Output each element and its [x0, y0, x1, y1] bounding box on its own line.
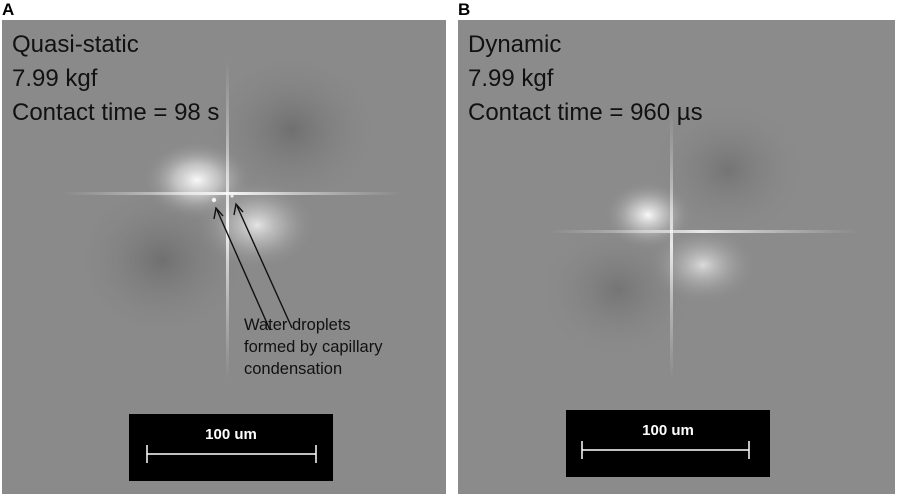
micrograph-panel-b: Dynamic 7.99 kgf Contact time = 960 µs 1… [458, 20, 895, 494]
caption-a-line-2: 7.99 kgf [12, 65, 98, 92]
arrow-line-2 [236, 205, 293, 329]
scale-label-a: 100 um [205, 426, 257, 443]
caption-b: Dynamic 7.99 kgf Contact time = 960 µs [468, 28, 703, 130]
scale-label-b: 100 um [642, 422, 694, 439]
caption-b-line-1: Dynamic [468, 31, 562, 58]
annotation-line-1: Water droplets [244, 316, 351, 334]
arrow-head-2 [233, 202, 244, 216]
caption-a: Quasi-static 7.99 kgf Contact time = 98 … [12, 28, 219, 130]
caption-b-line-3: Contact time = 960 µs [468, 99, 703, 126]
scale-line-b [581, 441, 750, 459]
panel-letter-b: B [458, 0, 471, 19]
caption-a-line-1: Quasi-static [12, 31, 139, 58]
micrograph-panel-a: Quasi-static 7.99 kgf Contact time = 98 … [2, 20, 446, 494]
scale-line-a [146, 445, 317, 463]
caption-a-line-3: Contact time = 98 s [12, 99, 220, 126]
arrow-head-1 [213, 206, 224, 220]
droplet-annotation: Water droplets formed by capillary conde… [244, 314, 382, 380]
arrow-line-1 [216, 209, 271, 331]
caption-b-line-2: 7.99 kgf [468, 65, 554, 92]
panel-letter-a: A [2, 0, 15, 19]
annotation-line-3: condensation [244, 360, 343, 378]
scale-bar-a: 100 um [129, 414, 333, 481]
scale-bar-b: 100 um [566, 410, 770, 477]
annotation-line-2: formed by capillary [244, 338, 383, 356]
